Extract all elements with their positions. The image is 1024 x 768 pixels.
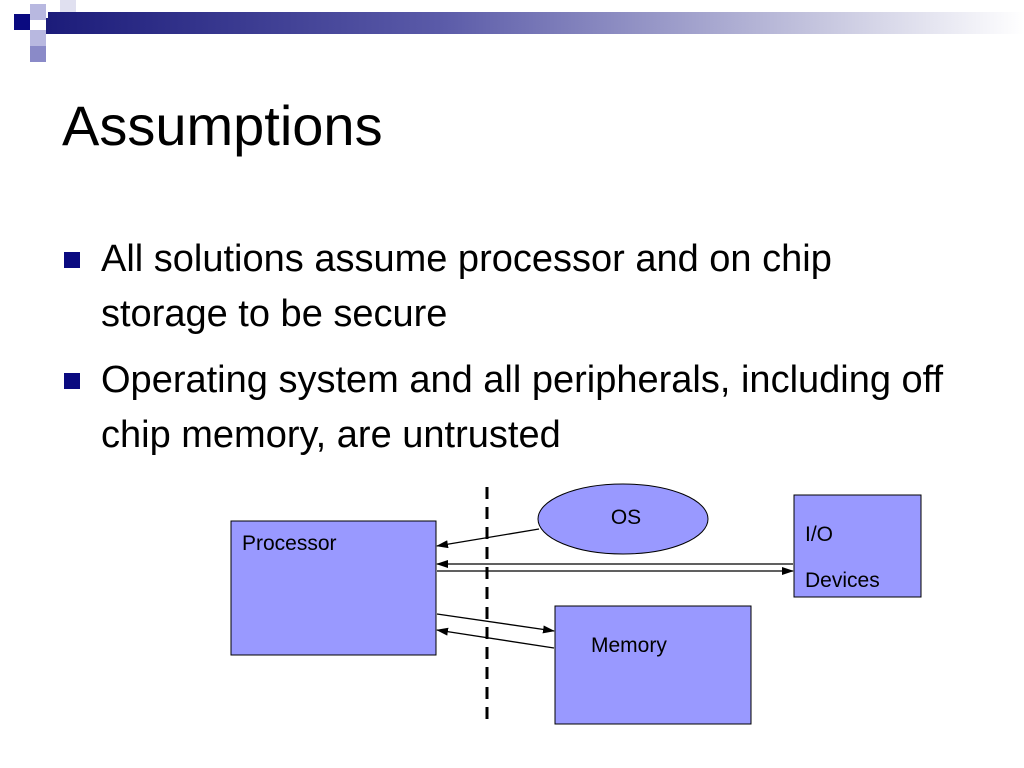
square-bullet-icon [64, 252, 80, 268]
io-label-line2: Devices [805, 569, 880, 592]
deco-square [14, 14, 30, 30]
bullet-list: All solutions assume processor and on ch… [62, 232, 962, 474]
slide-title: Assumptions [62, 94, 383, 157]
os-to-processor-arrow [436, 528, 540, 549]
deco-square [30, 4, 46, 20]
io-label-line1: I/O [805, 523, 833, 546]
processor-box [230, 520, 437, 656]
io-devices-box [793, 494, 922, 598]
memory-label: Memory [591, 634, 667, 657]
bullet-item: Operating system and all peripherals, in… [62, 353, 962, 463]
memory-box [554, 605, 752, 725]
os-ellipse [537, 483, 709, 555]
header-decoration [0, 0, 1024, 70]
os-label: OS [611, 506, 641, 529]
bullet-text: Operating system and all peripherals, in… [101, 359, 944, 456]
header-gradient-bar [48, 12, 1024, 34]
deco-square [30, 46, 46, 62]
square-bullet-icon [64, 373, 80, 389]
bullet-item: All solutions assume processor and on ch… [62, 232, 962, 342]
memory-to-processor-arrow [436, 627, 555, 649]
deco-square [30, 30, 46, 46]
processor-to-memory-arrow [436, 613, 555, 634]
processor-label: Processor [242, 532, 337, 555]
bullet-text: All solutions assume processor and on ch… [101, 238, 832, 335]
